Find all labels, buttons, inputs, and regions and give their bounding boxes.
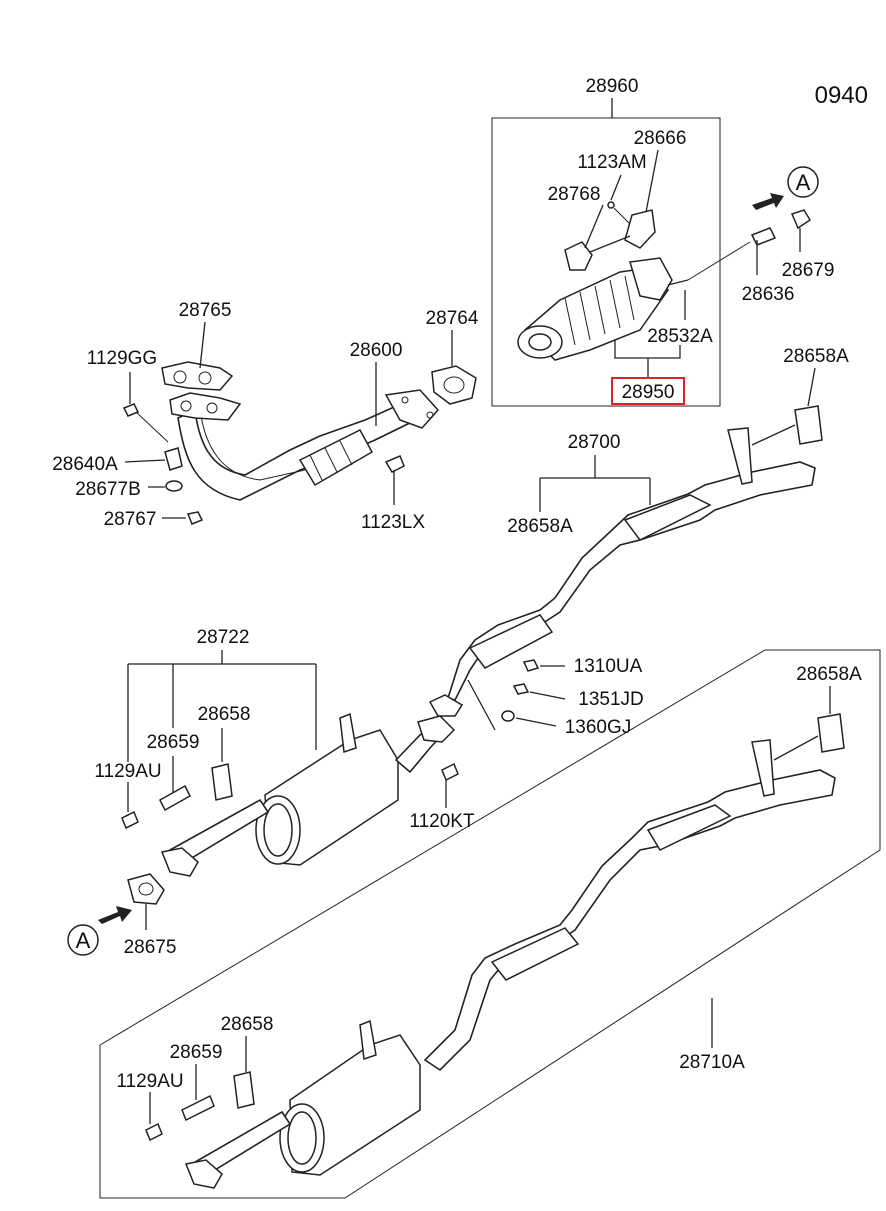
label-1351JD: 1351JD (578, 689, 644, 710)
rubber-hanger-28658A-lower (817, 713, 845, 753)
gasket-28675 (127, 873, 165, 905)
label-28950: 28950 (622, 382, 675, 403)
label-1129AU-lower: 1129AU (116, 1071, 183, 1092)
arrow-a-bottom (98, 906, 132, 924)
nut-28679 (790, 209, 812, 230)
label-28679: 28679 (782, 260, 835, 281)
bolt-1123AM (607, 201, 615, 209)
rubber-hanger-28658-mid (211, 763, 233, 801)
bolt-1120KT (441, 762, 459, 782)
label-28658A-top: 28658A (783, 346, 849, 367)
stud-28636 (750, 227, 777, 246)
label-1129GG: 1129GG (87, 348, 157, 369)
label-28710A: 28710A (679, 1052, 745, 1073)
label-28764: 28764 (426, 308, 479, 329)
gasket-28765 (161, 361, 234, 391)
bolt-1123LX (384, 455, 405, 473)
label-28658A-mid: 28658A (507, 516, 573, 537)
circle-a-bottom (67, 924, 99, 956)
label-28768: 28768 (548, 184, 601, 205)
callout-a-top: A (796, 170, 811, 195)
arrow-a-top (752, 193, 784, 210)
label-28600: 28600 (350, 340, 403, 361)
rubber-hanger-28658-lower (233, 1071, 255, 1109)
label-1123LX: 1123LX (361, 512, 425, 533)
nut-1310UA (522, 659, 540, 672)
sensor-28768 (564, 241, 593, 271)
label-28767: 28767 (104, 509, 157, 530)
leader-1123AM (610, 174, 622, 201)
leader-28666 (645, 149, 659, 213)
label-28659-mid: 28659 (147, 732, 200, 753)
label-28636: 28636 (742, 284, 795, 305)
leader-28765 (199, 321, 206, 369)
nut-28767 (186, 511, 204, 525)
label-28700: 28700 (568, 432, 621, 453)
muffler-28722 (160, 712, 456, 877)
hanger-bracket-lower (751, 739, 775, 797)
washer-1360GJ (501, 710, 515, 722)
gasket-28764 (431, 365, 477, 405)
leader-1351JD (529, 691, 566, 700)
highlight-box-28950 (611, 377, 685, 405)
label-1129AU-mid: 1129AU (94, 761, 161, 782)
catalytic-converter-28950 (517, 241, 751, 361)
label-28659-lower: 28659 (170, 1042, 223, 1063)
label-28675: 28675 (124, 937, 177, 958)
manifold-flange (169, 392, 242, 421)
complete-exhaust-28710A (184, 769, 836, 1189)
leader-28768 (584, 204, 604, 249)
diagram-code: 0940 (815, 82, 868, 109)
label-28658-mid: 28658 (198, 704, 251, 725)
label-1360GJ: 1360GJ (565, 717, 632, 738)
label-1123AM: 1123AM (577, 152, 646, 173)
label-28658-lower: 28658 (221, 1014, 274, 1035)
leader-1360GJ (515, 717, 557, 727)
nut-1351JD (512, 683, 530, 695)
bolt-1129GG (122, 403, 140, 417)
rubber-hanger-28658A-top (794, 405, 823, 445)
pin-28659-lower (181, 1094, 215, 1122)
pin-28659-mid (159, 784, 191, 812)
washer-28677B (165, 480, 183, 492)
leader-28658A-top (807, 367, 816, 407)
label-28666: 28666 (634, 128, 687, 149)
leader-28640A (124, 459, 166, 463)
label-28765: 28765 (179, 300, 232, 321)
bolt-1129AU-lower (145, 1122, 163, 1142)
catalytic-converter-group-box (491, 117, 721, 407)
label-28658A-lower: 28658A (796, 664, 862, 685)
label-28640A: 28640A (52, 454, 118, 475)
hanger-bracket-top (727, 427, 753, 485)
label-28960: 28960 (586, 76, 639, 97)
callout-a-bottom: A (76, 928, 91, 953)
label-28722: 28722 (197, 627, 250, 648)
center-pipe-28700 (428, 461, 816, 717)
front-pipe-28600 (177, 389, 440, 501)
bolt-1129AU-mid (121, 810, 139, 830)
label-28677B: 28677B (75, 479, 141, 500)
bracket-28666 (624, 209, 656, 249)
assembly-28710A-box (99, 649, 881, 1199)
bracket-28640A (164, 447, 183, 471)
label-28532A: 28532A (647, 326, 713, 347)
circle-a-top (787, 166, 819, 198)
label-1310UA: 1310UA (574, 656, 643, 677)
label-1120KT: 1120KT (409, 811, 475, 832)
